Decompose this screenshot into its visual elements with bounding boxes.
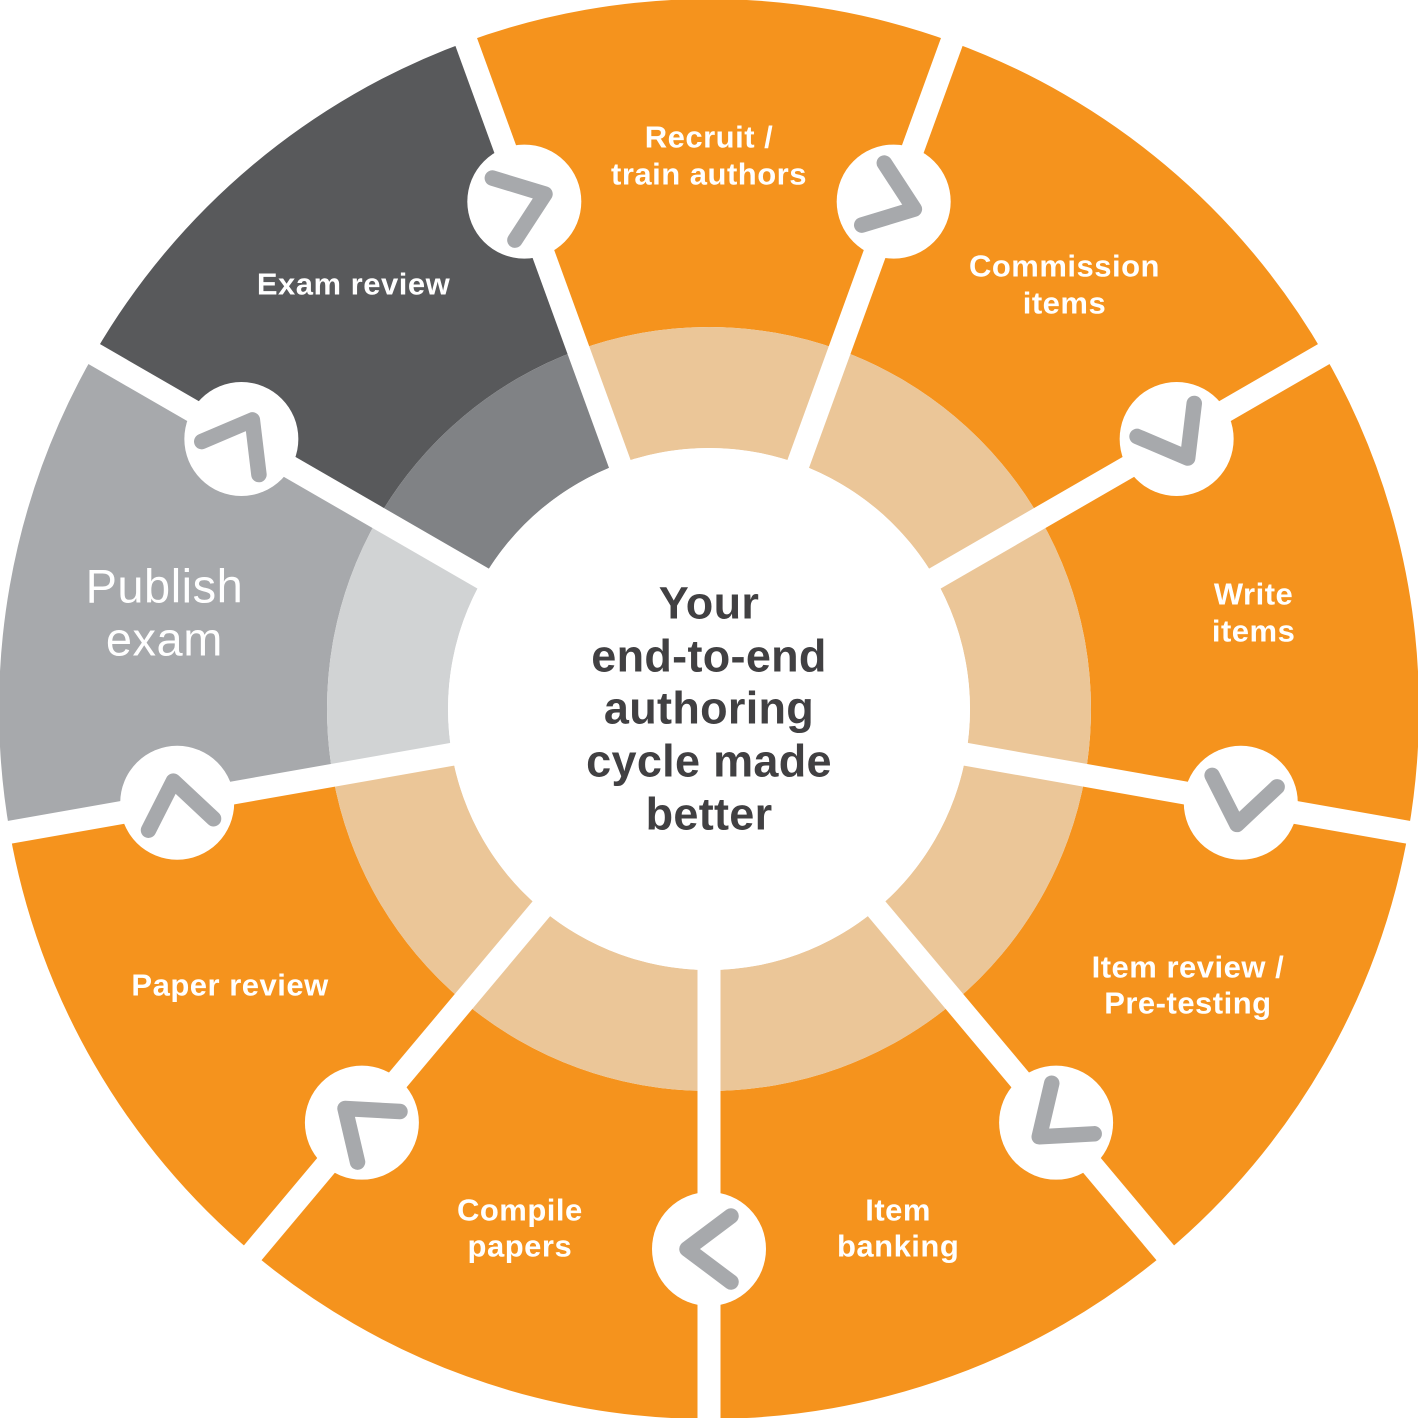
connector-circle [304, 1065, 419, 1180]
chevron-forward-icon [337, 1100, 408, 1170]
chevron-forward-icon [140, 773, 222, 838]
chevron-forward-icon [1129, 395, 1202, 466]
segment-inner-recruit-train-authors [578, 327, 840, 464]
chevron-forward-icon [484, 170, 553, 248]
segment-inner-item-review-pre-testing [876, 754, 1086, 1002]
segment-inner-write-items [935, 518, 1091, 776]
connector-circle [836, 144, 951, 259]
connector-circle [1183, 745, 1298, 860]
segment-inner-commission-items [798, 350, 1040, 579]
chevron-forward-icon [1031, 1075, 1102, 1145]
center-circle [448, 448, 970, 970]
segment-inner-publish-exam [327, 518, 483, 776]
connector-circle [1119, 382, 1234, 496]
center-title: Your end-to-end authoring cycle made bet… [586, 577, 832, 839]
segment-item-banking [709, 1001, 1166, 1418]
chevron-forward-icon [679, 1208, 739, 1290]
connector-circle [184, 382, 299, 496]
connector-circle [999, 1065, 1114, 1180]
segment-inner-item-banking [709, 908, 955, 1091]
connector-circle [120, 745, 235, 860]
segment-recruit-train-authors [466, 0, 952, 351]
chevron-forward-icon [1204, 767, 1285, 833]
chevron-forward-icon [194, 412, 267, 483]
chevron-forward-icon [853, 155, 923, 233]
segment-compile-papers [252, 1001, 709, 1418]
connector-circle [467, 144, 582, 259]
segment-inner-compile-papers [463, 908, 709, 1092]
segment-inner-paper-review [332, 754, 542, 1002]
segment-inner-exam-review [378, 350, 620, 579]
connector-circle [652, 1192, 766, 1306]
